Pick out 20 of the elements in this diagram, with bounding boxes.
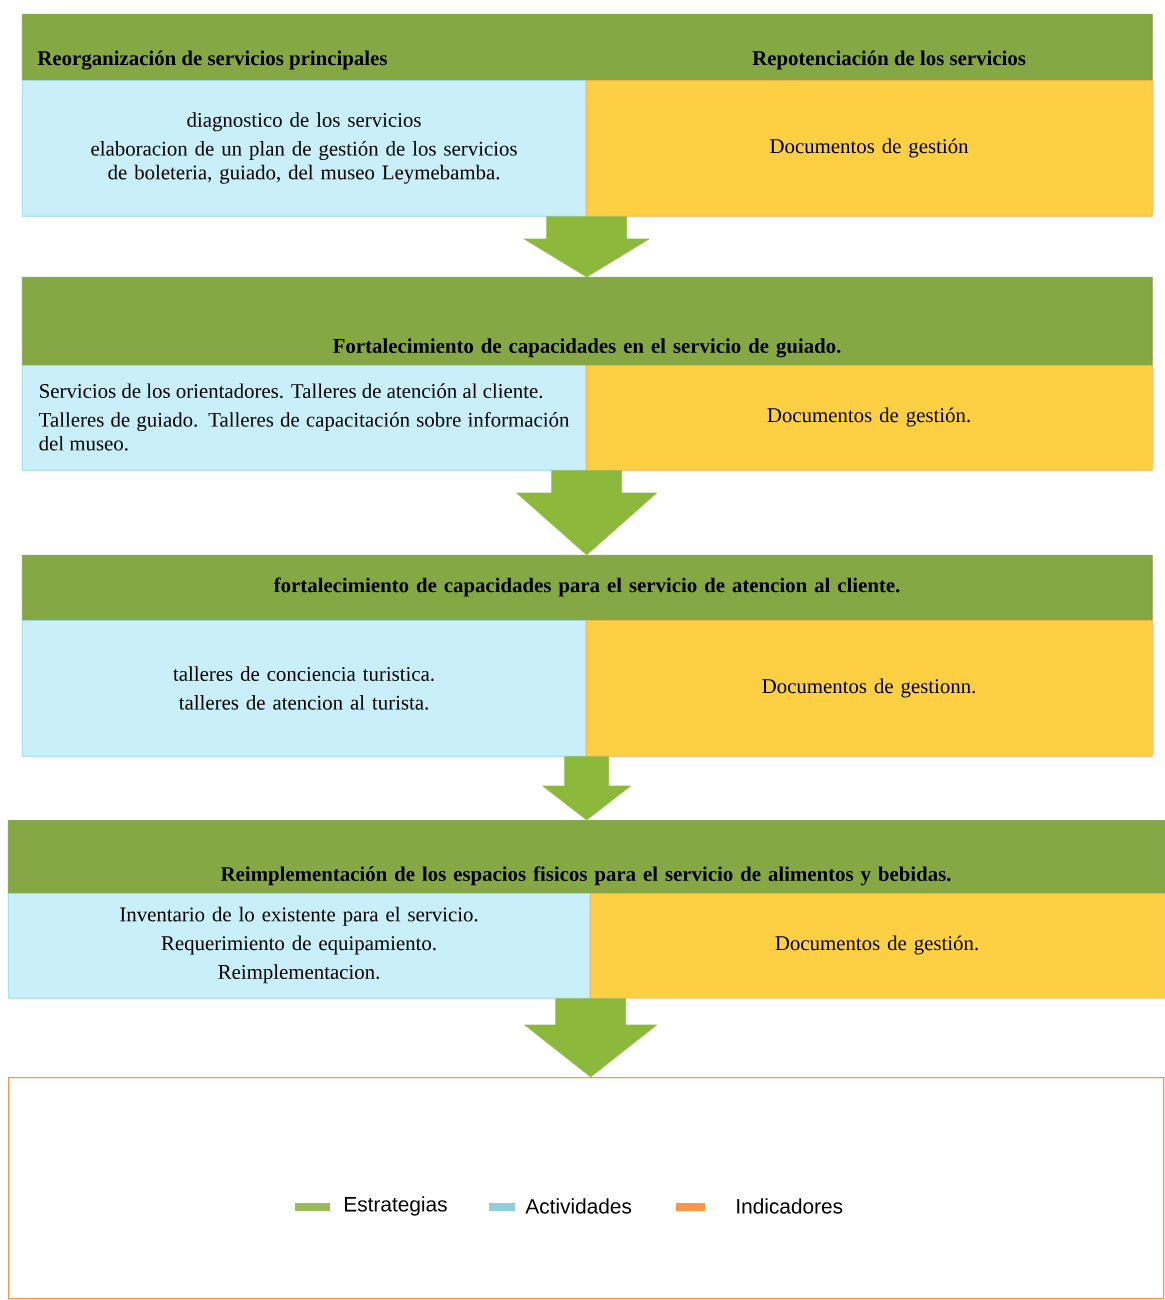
indicator-box: Documentos de gestionn.	[586, 620, 1153, 757]
block-arrow	[524, 998, 657, 1078]
block-arrow	[516, 470, 657, 556]
activity-box: diagnostico de los servicios elaboracion de un plan de gestión de los servicios de boleteria, guiado, del museo Leymebamba.	[22, 80, 587, 217]
legend-label: Estrategias	[345, 1196, 447, 1216]
indicator-box: Documentos de gestión.	[586, 365, 1153, 471]
legend-label: Indicadores	[737, 1198, 843, 1214]
legend-frame	[8, 1077, 1165, 1300]
indicator-box: Documentos de gestión	[586, 80, 1153, 217]
block-arrow	[523, 216, 650, 278]
activity-box: Servicios de los orientadores. Talleres de atención al cliente. Talleres de guiado. Talleres de capacitación sobre información del museo.	[22, 365, 587, 471]
activity-box: Inventario de lo existente para el servicio. Requerimiento de equipamiento. Reimplementacion.	[8, 893, 591, 999]
strategy-band: Fortalecimiento de capacidades en el servicio de guiado.	[22, 277, 1153, 366]
strategy-band: Reimplementación de los espacios fisicos para el servicio de alimentos y bebidas.	[8, 820, 1165, 894]
block-arrow	[542, 756, 631, 821]
legend-label: Actividades	[525, 1198, 632, 1214]
activity-box: talleres de conciencia turistica. talleres de atencion al turista.	[22, 620, 587, 757]
strategy-band: Reorganización de servicios principales Repotenciación de los servicios	[22, 14, 1153, 81]
indicator-box: Documentos de gestión.	[590, 893, 1165, 999]
strategy-band: fortalecimiento de capacidades para el servicio de atencion al cliente.	[22, 555, 1153, 621]
